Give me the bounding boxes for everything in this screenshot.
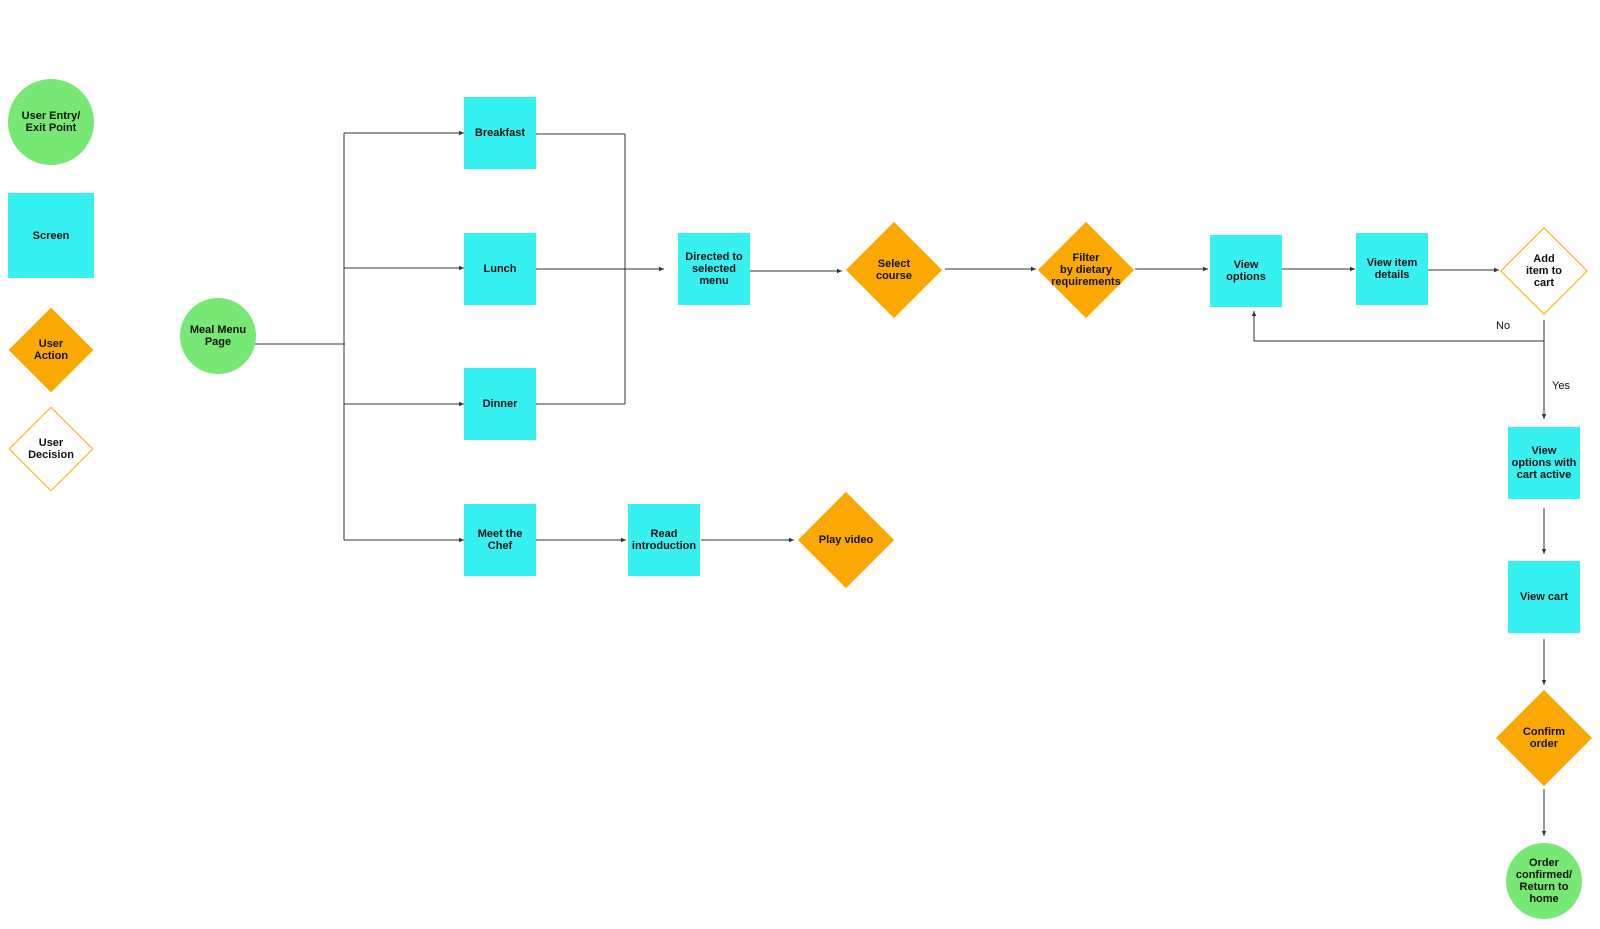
node-breakfast-label: Breakfast — [474, 127, 526, 139]
node-read-introduction-label: Read introduction — [631, 528, 697, 552]
edge-no-loop — [1251, 311, 1545, 342]
legend-user-decision-label: User Decision — [28, 437, 74, 461]
legend-screen: Screen — [8, 193, 94, 278]
node-view-cart: View cart — [1508, 561, 1580, 633]
edge-label-no: No — [1496, 320, 1511, 332]
node-confirm-order: Confirm order — [1495, 689, 1593, 787]
legend-user-action: User Action — [8, 307, 94, 393]
node-view-options-cart-active-label: View options with cart active — [1511, 445, 1577, 481]
legend-user-action-label: User Action — [33, 338, 69, 362]
node-play-video-label: Play video — [818, 534, 874, 546]
node-dinner-label: Dinner — [482, 398, 518, 410]
node-dinner: Dinner — [464, 368, 536, 440]
node-order-confirmed-label: Order confirmed/ Return to home — [1515, 857, 1573, 905]
legend-entry-exit: User Entry/ Exit Point — [8, 79, 94, 165]
node-filter-dietary: Filter by dietary requirements — [1037, 221, 1135, 319]
node-lunch-label: Lunch — [483, 263, 517, 275]
node-meet-the-chef: Meet the Chef — [464, 504, 536, 576]
node-meal-menu-page: Meal Menu Page — [180, 298, 256, 374]
node-directed-to-selected-menu: Directed to selected menu — [678, 233, 750, 305]
node-directed-to-selected-menu-label: Directed to selected menu — [685, 251, 743, 287]
node-add-item-to-cart-label: Add item to cart — [1525, 253, 1563, 289]
node-view-item-details-label: View item details — [1366, 257, 1418, 281]
node-meet-the-chef-label: Meet the Chef — [477, 528, 523, 552]
node-read-introduction: Read introduction — [628, 504, 700, 576]
node-view-options-cart-active: View options with cart active — [1508, 427, 1580, 499]
node-view-cart-label: View cart — [1519, 591, 1569, 603]
node-add-item-to-cart: Add item to cart — [1500, 227, 1588, 315]
node-play-video: Play video — [797, 491, 895, 589]
node-select-course-label: Select course — [875, 258, 913, 282]
node-view-options-label: View options — [1226, 259, 1266, 283]
legend-screen-label: Screen — [32, 229, 70, 242]
edge-label-yes: Yes — [1552, 380, 1570, 392]
node-lunch: Lunch — [464, 233, 536, 305]
legend-entry-exit-label: User Entry/ Exit Point — [21, 110, 81, 134]
node-order-confirmed: Order confirmed/ Return to home — [1506, 843, 1582, 919]
node-view-item-details: View item details — [1356, 233, 1428, 305]
node-filter-dietary-label: Filter by dietary requirements — [1051, 252, 1121, 288]
node-view-options: View options — [1210, 235, 1282, 307]
node-meal-menu-page-label: Meal Menu Page — [189, 324, 247, 348]
node-breakfast: Breakfast — [464, 97, 536, 169]
node-confirm-order-label: Confirm order — [1522, 726, 1566, 750]
legend-user-decision: User Decision — [8, 406, 94, 492]
node-select-course: Select course — [845, 221, 943, 319]
